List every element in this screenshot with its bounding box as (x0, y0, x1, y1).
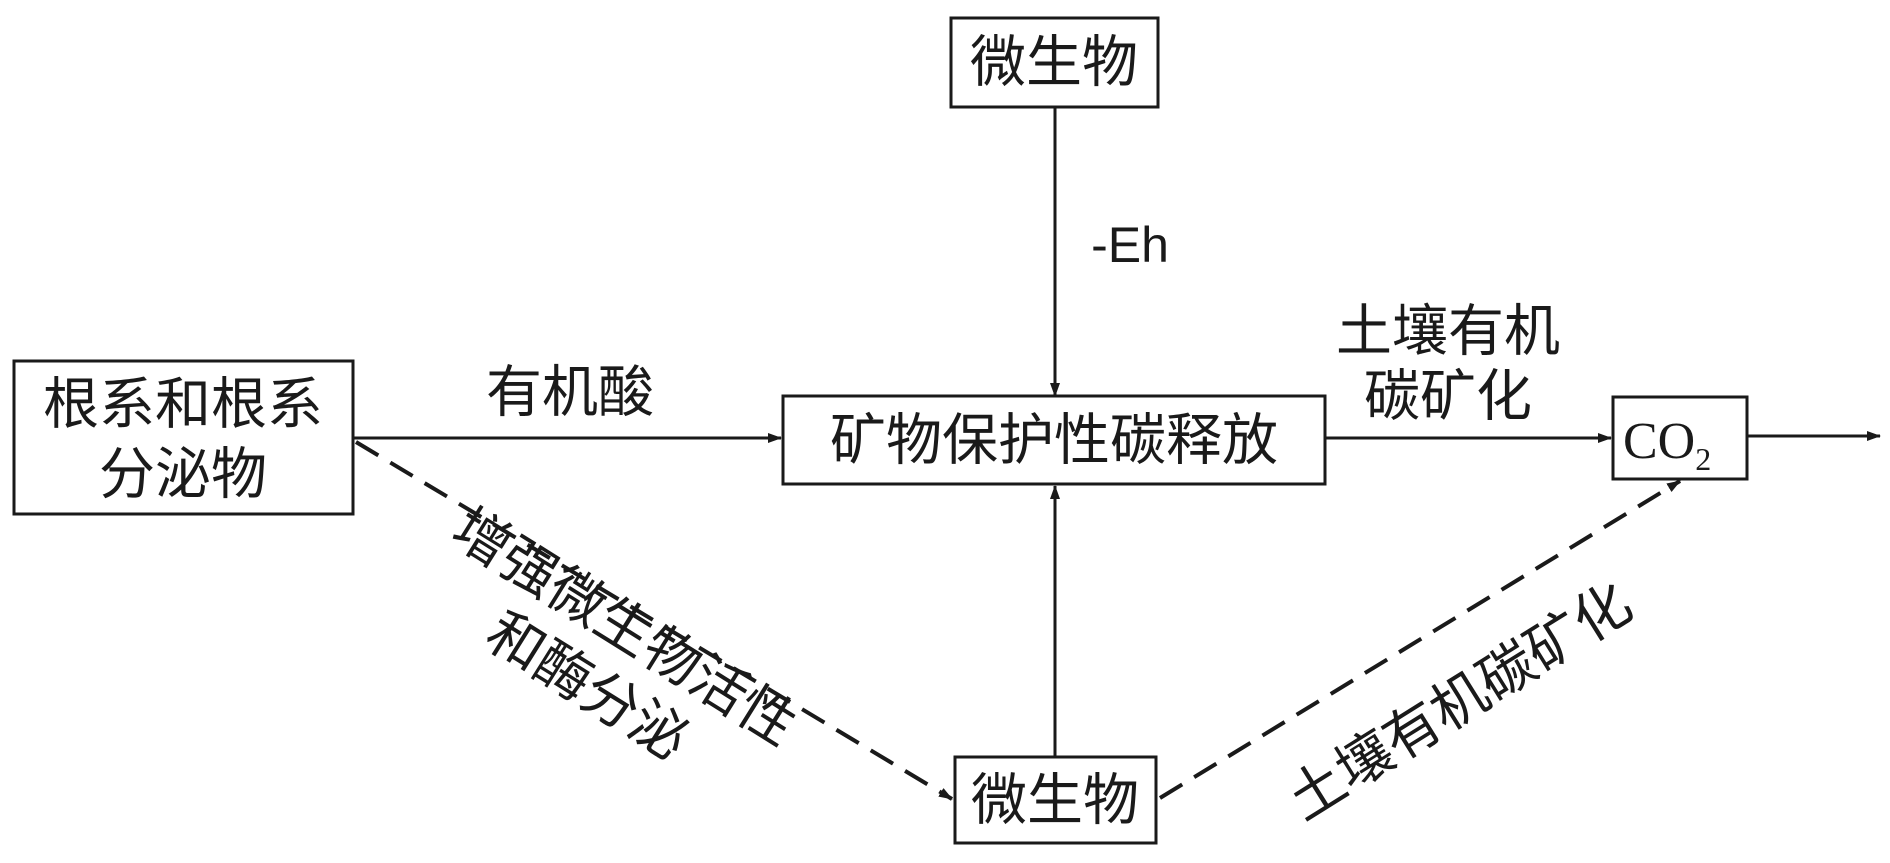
label-soc-mineralization-right-line2: 碳矿化 (1364, 365, 1532, 430)
edge-microbe-bottom-to-co2 (1158, 479, 1682, 800)
label-soc-mineralization-diagonal-text: 土壤有机碳矿化 (1277, 571, 1644, 834)
node-microbe-top-label: 微生物 (970, 31, 1138, 96)
node-mineral-carbon-release-label: 矿物保护性碳释放 (830, 409, 1278, 474)
label-organic-acid: 有机酸 (486, 361, 654, 426)
label-soc-mineralization-diagonal: 土壤有机碳矿化 (1277, 571, 1644, 834)
co2-subscript: 2 (1695, 441, 1711, 477)
edge-labels: -Eh 有机酸 土壤有机 碳矿化 增强微生物活性 和酶分泌 土壤有机碳矿化 (441, 217, 1644, 834)
label-eh: -Eh (1091, 217, 1169, 273)
co2-base: CO (1623, 413, 1695, 470)
edges (352, 107, 1881, 801)
node-mineral-carbon-release: 矿物保护性碳释放 (781, 394, 1327, 486)
node-root-exudates-line2: 分泌物 (99, 443, 267, 508)
node-co2: CO2 (1611, 395, 1749, 481)
node-microbe-bottom: 微生物 (953, 755, 1158, 845)
node-co2-label: CO2 (1623, 413, 1711, 477)
node-microbe-top: 微生物 (949, 16, 1160, 109)
node-root-exudates-line1: 根系和根系 (43, 373, 323, 438)
node-microbe-bottom-label: 微生物 (971, 769, 1139, 834)
label-soc-mineralization-right-line1: 土壤有机 (1336, 300, 1560, 365)
node-root-exudates: 根系和根系 分泌物 (12, 359, 355, 516)
edge-exudates-to-microbe-bottom (354, 440, 954, 801)
label-enhance-microbial: 增强微生物活性 和酶分泌 (441, 496, 808, 774)
